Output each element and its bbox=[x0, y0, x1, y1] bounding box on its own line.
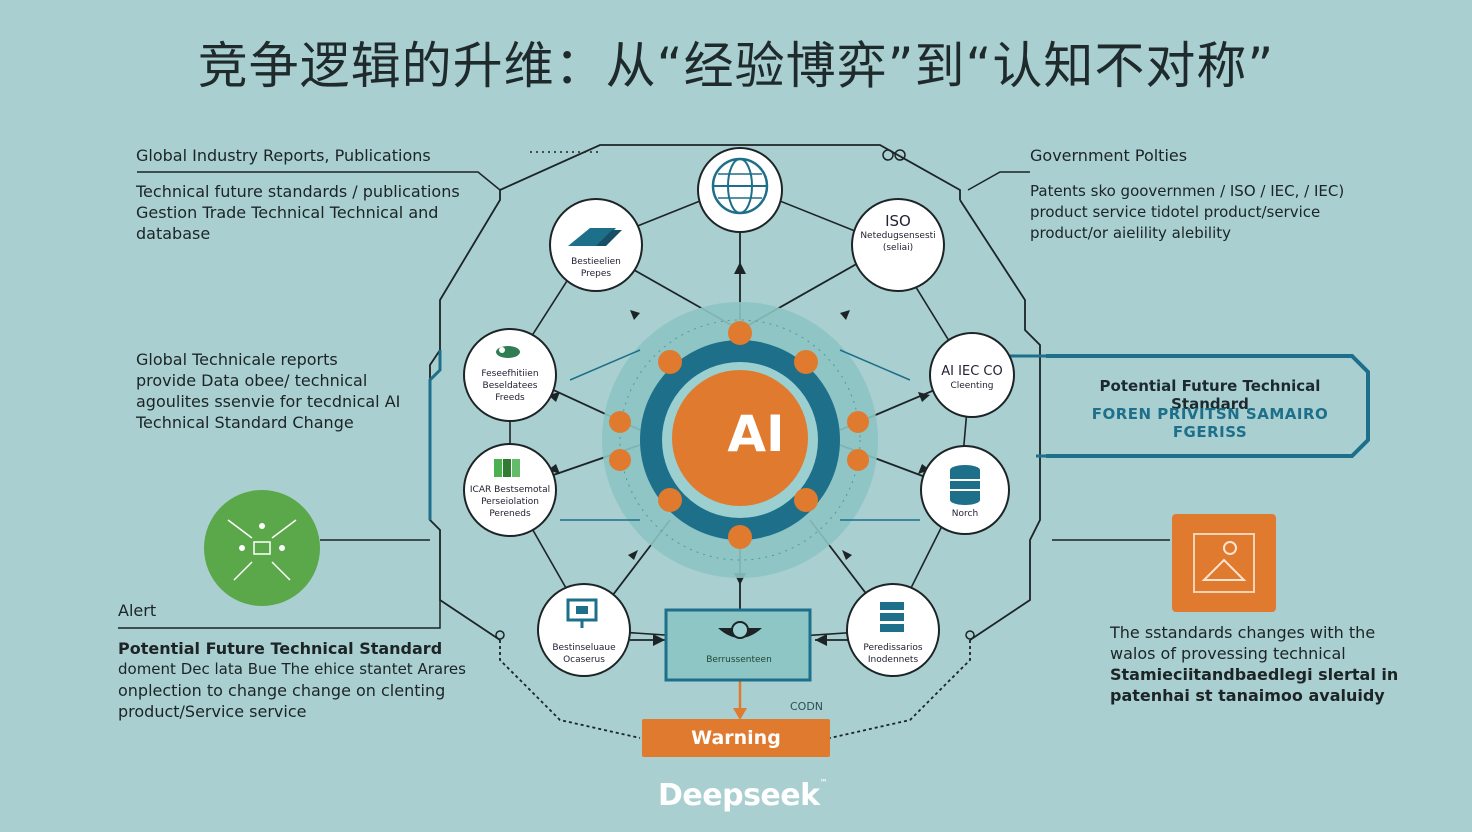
deepseek-logo: Deepseek™ bbox=[658, 778, 828, 813]
node-circles bbox=[463, 147, 1015, 677]
standard-box-frame bbox=[1046, 354, 1370, 458]
trademark-mark: ™ bbox=[819, 778, 828, 787]
node-4-label: Bestinseluaue Ocaserus bbox=[544, 642, 624, 666]
node-8-line-1: Peredissarios bbox=[863, 643, 923, 653]
node-2-line-3: Freeds bbox=[495, 393, 525, 403]
node-7-line-1: Norch bbox=[951, 509, 979, 519]
ai-core-label: AI bbox=[727, 405, 785, 463]
alert-line-2: doment Dec lata Bue The ehice stantet Ar… bbox=[118, 660, 466, 678]
connector-marks bbox=[495, 149, 975, 640]
teal-accent-lines bbox=[560, 349, 920, 521]
node-2-line-2: Beseldatees bbox=[482, 381, 538, 391]
node-3-line-1: ICAR Bestsemotal bbox=[469, 485, 551, 495]
node-3-label: ICAR Bestsemotal Perseiolation Pereneds bbox=[466, 484, 554, 520]
node-6-label: AI IEC CO Cleenting bbox=[932, 364, 1012, 392]
global-line-1: Global Technicale reports bbox=[136, 350, 338, 369]
alert-line-1: Potential Future Technical Standard bbox=[118, 639, 443, 658]
changes-line-4: patenhai st tanaimoo avaluidy bbox=[1110, 686, 1385, 705]
node-3-line-3: Pereneds bbox=[489, 509, 531, 519]
alert-line-4: product/Service service bbox=[118, 702, 307, 721]
reports-line-3: database bbox=[136, 224, 211, 243]
changes-line-1: The sstandards changes with the bbox=[1110, 623, 1376, 642]
chart-book-icon bbox=[568, 228, 622, 246]
monitor-icon bbox=[566, 598, 598, 628]
globe-icon bbox=[711, 157, 769, 215]
global-line-4: Technical Standard Change bbox=[136, 413, 354, 432]
node-3-line-2: Perseiolation bbox=[481, 497, 539, 507]
reports-heading: Global Industry Reports, Publications bbox=[136, 146, 431, 165]
standard-box-subtitle: FOREN PRIVITSN SAMAIRO FGERISS bbox=[1091, 405, 1329, 441]
books-icon bbox=[494, 459, 520, 477]
node-5-label: ISO Netedugsensesti (seliai) bbox=[855, 212, 941, 254]
node-8-label: Peredissarios Inodennets bbox=[853, 642, 933, 666]
node-1-line-2: Prepes bbox=[580, 269, 612, 279]
database-icon bbox=[950, 465, 980, 505]
alert-icon bbox=[204, 490, 320, 606]
node-4-line-1: Bestinseluaue bbox=[552, 643, 616, 653]
node-2-line-1: Feseefhitiien bbox=[481, 369, 539, 379]
global-line-2: provide Data obee/ technical bbox=[136, 371, 368, 390]
node-4-line-2: Ocaserus bbox=[563, 655, 605, 665]
gov-line-1: Patents sko goovernmen / ISO / IEC, / IE… bbox=[1030, 182, 1345, 200]
people-icon bbox=[496, 346, 520, 358]
page-title: 竞争逻辑的升维：从“经验博弈”到“认知不对称” bbox=[197, 37, 1275, 95]
gov-line-3: product/or aielility alebility bbox=[1030, 224, 1232, 242]
standard-box-title: Potential Future Technical Standard bbox=[1099, 377, 1321, 413]
node-6-line-1: AI IEC CO bbox=[941, 364, 1003, 379]
node-5-line-3: (seliai) bbox=[882, 243, 914, 253]
node-1-label: Bestieelien Prepes bbox=[556, 256, 636, 280]
changes-line-2: walos of provessing technical bbox=[1110, 644, 1346, 663]
alert-line-3: onplection to change change on clenting bbox=[118, 681, 446, 700]
codn-label: CODN bbox=[790, 700, 824, 713]
node-5-line-1: ISO bbox=[885, 212, 911, 230]
puzzle-card-icon bbox=[1172, 514, 1276, 612]
gov-heading: Government Polties bbox=[1030, 146, 1188, 165]
node-7-label: Norch bbox=[925, 508, 1005, 520]
callout-lines bbox=[118, 151, 1170, 629]
alert-heading: Alert bbox=[118, 601, 157, 620]
reports-line-1: Technical future standards / publication… bbox=[136, 182, 460, 201]
global-line-3: agoulites ssenvie for tecdnical AI bbox=[136, 392, 401, 411]
node-5-line-2: Netedugsensesti bbox=[860, 231, 936, 241]
changes-line-3: Stamieciitandbaedlegi slertal in bbox=[1110, 665, 1399, 684]
brand-name: Deepseek bbox=[658, 778, 820, 813]
monitor-panel bbox=[664, 608, 812, 682]
node-2-label: Feseefhitiien Beseldatees Freeds bbox=[466, 368, 554, 404]
node-8-line-2: Inodennets bbox=[867, 655, 919, 665]
orbit-dots bbox=[609, 321, 869, 549]
outer-frame-lines bbox=[429, 144, 1041, 739]
node-1-line-1: Bestieelien bbox=[571, 257, 621, 267]
reports-line-2: Gestion Trade Technical Technical and bbox=[136, 203, 439, 222]
server-stack-icon bbox=[880, 602, 904, 632]
node-6-line-2: Cleenting bbox=[950, 381, 994, 391]
monitor-panel-label: Berrussenteen bbox=[706, 655, 772, 665]
warning-button[interactable]: Warning bbox=[642, 719, 830, 757]
gov-line-2: product service tidotel product/service bbox=[1030, 203, 1321, 221]
